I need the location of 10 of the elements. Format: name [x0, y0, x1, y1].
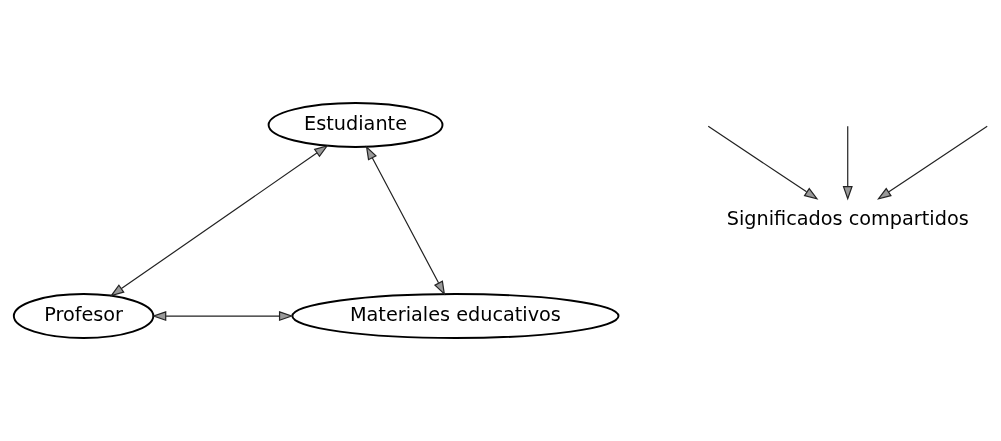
arrow — [876, 125, 988, 200]
node-ellipse: Profesor — [12, 293, 154, 339]
node-ellipse: Materiales educativos — [290, 293, 619, 339]
arrow — [365, 145, 445, 296]
arrow — [151, 310, 293, 322]
arrow — [109, 144, 328, 297]
node-text: Significados compartidos — [726, 207, 969, 231]
arrow — [842, 125, 853, 201]
node-ellipse: Estudiante — [267, 102, 443, 148]
arrow — [707, 125, 818, 200]
